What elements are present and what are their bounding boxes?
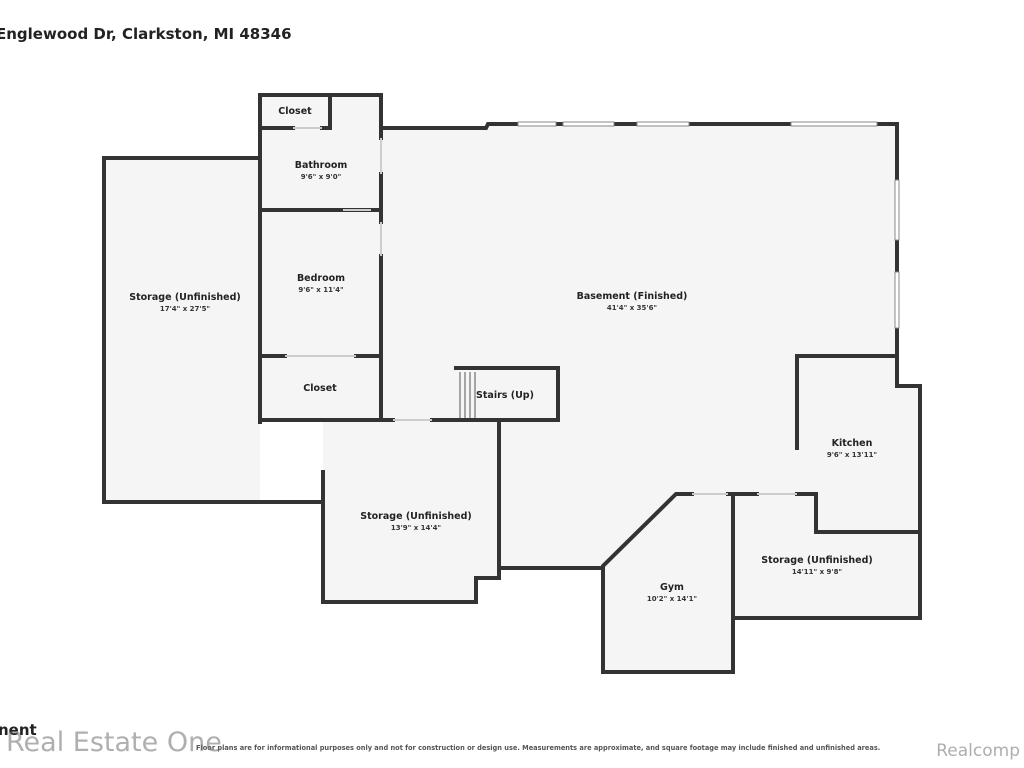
wall-storage-mid xyxy=(321,418,501,604)
room-bathroom-dims: 9'6" x 9'0" xyxy=(301,173,341,181)
mls-watermark: Realcomp xyxy=(936,741,1020,761)
room-stairs-name: Stairs (Up) xyxy=(476,390,534,401)
brokerage-watermark: Real Estate One xyxy=(6,727,222,758)
wall-kitchen-west xyxy=(795,354,899,450)
wall-west-block xyxy=(258,93,383,424)
room-gym-dims: 10'2" x 14'1" xyxy=(647,595,697,603)
floor-main xyxy=(260,95,920,672)
stair-treads xyxy=(459,372,476,418)
room-storage-left-name: Storage (Unfinished) xyxy=(129,292,240,303)
floor-storage-left xyxy=(104,158,260,502)
room-bedroom-dims: 9'6" x 11'4" xyxy=(298,286,343,294)
property-address: Englewood Dr, Clarkston, MI 48346 xyxy=(0,25,292,43)
walls xyxy=(102,93,922,674)
disclaimer-text: Floor plans are for informational purpos… xyxy=(196,744,881,752)
room-bedroom-name: Bedroom xyxy=(297,273,345,284)
window-top-1 xyxy=(517,121,557,127)
floor-fills xyxy=(104,95,920,672)
wall-basement-top-a xyxy=(379,122,520,130)
room-storage-right-name: Storage (Unfinished) xyxy=(761,555,872,566)
wall-gym xyxy=(601,492,735,674)
windows xyxy=(517,121,900,329)
wall-storage-left xyxy=(102,156,325,504)
wall-stairs xyxy=(454,366,560,422)
room-storage-mid-name: Storage (Unfinished) xyxy=(360,511,471,522)
floor-level-label: nent xyxy=(0,721,37,739)
room-storage-mid-dims: 13'9" x 14'4" xyxy=(391,524,441,532)
room-labels: Closet Bathroom 9'6" x 9'0" Bedroom 9'6"… xyxy=(129,106,877,603)
room-storage-right-dims: 14'11" x 9'8" xyxy=(792,568,842,576)
room-closet-bottom-name: Closet xyxy=(303,383,337,394)
room-basement-name: Basement (Finished) xyxy=(577,291,688,302)
window-east-2 xyxy=(894,271,900,329)
wall-basement-top-e xyxy=(875,122,899,182)
room-gym-name: Gym xyxy=(660,582,684,593)
room-basement-dims: 41'4" x 35'6" xyxy=(607,304,657,312)
wall-closet-bottom-b xyxy=(320,93,332,130)
room-kitchen-name: Kitchen xyxy=(832,438,873,449)
wall-kitchen-bottom xyxy=(795,492,922,534)
room-bathroom-name: Bathroom xyxy=(295,160,348,171)
window-top-3 xyxy=(636,121,690,127)
window-east-1 xyxy=(894,179,900,241)
room-storage-left-dims: 17'4" x 27'5" xyxy=(160,305,210,313)
door-openings xyxy=(285,127,797,495)
room-closet-top-name: Closet xyxy=(278,106,312,117)
window-top-2 xyxy=(562,121,615,127)
window-top-4 xyxy=(790,121,878,127)
wall-kitchen-east xyxy=(731,326,922,620)
room-kitchen-dims: 9'6" x 13'11" xyxy=(827,451,877,459)
